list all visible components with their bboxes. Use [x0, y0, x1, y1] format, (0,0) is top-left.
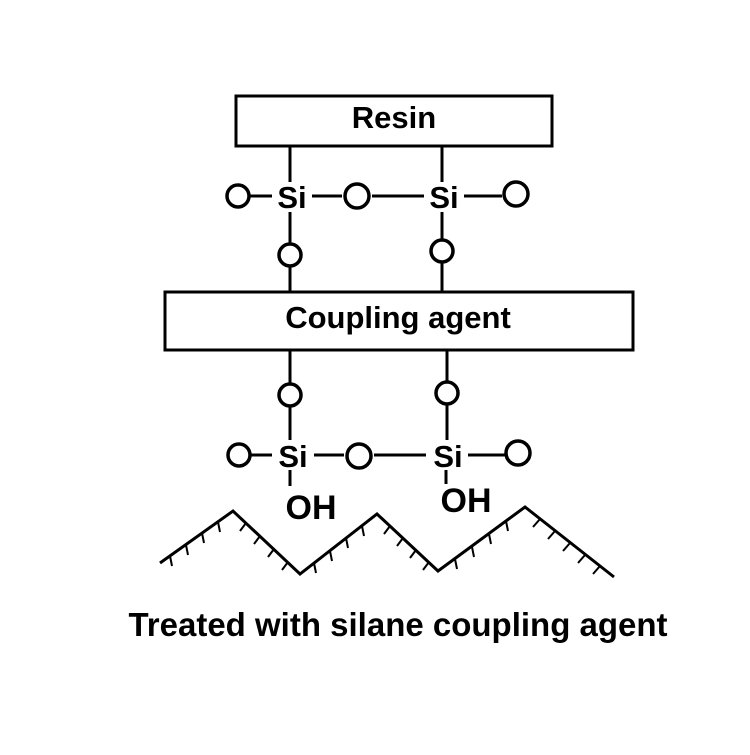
surface-hatch	[253, 535, 261, 545]
surface-hatch	[217, 521, 221, 533]
coupling-agent-layer: Coupling agent	[163, 290, 635, 352]
oxygen-atom	[277, 242, 303, 268]
coupling-agent-box	[163, 290, 635, 352]
hydroxyl-label-left: OH	[286, 489, 337, 527]
oxygen-atom	[429, 238, 455, 264]
oxygen-atom	[226, 442, 252, 468]
surface-hatch	[577, 554, 586, 564]
surface-hatch	[488, 533, 492, 545]
caption: Treated with silane coupling agent	[128, 606, 667, 643]
silicon-label-upper-left: Si	[277, 180, 306, 215]
oxygen-atom	[225, 183, 251, 209]
upper-siloxane-row: Si Si	[225, 180, 530, 215]
oxygen-atom	[502, 180, 530, 208]
silicon-label-upper-right: Si	[429, 180, 458, 215]
hydroxyl-label-right: OH	[441, 482, 492, 520]
surface-hatch	[547, 530, 556, 540]
oxygen-atom	[434, 380, 460, 406]
resin-box	[234, 94, 554, 148]
surface-hatch	[169, 555, 173, 567]
surface-hatch	[267, 548, 275, 558]
surface-hatch	[422, 561, 430, 571]
surface-hatch	[409, 549, 417, 559]
surface-hatch	[313, 562, 317, 574]
surface-profile	[159, 505, 615, 579]
surface-hatch	[329, 550, 333, 562]
resin-layer: Resin	[234, 94, 554, 148]
surface-hatch	[532, 518, 541, 528]
silicon-label-lower-left: Si	[278, 439, 307, 474]
oxygen-atom	[345, 442, 373, 470]
oxygen-atom	[343, 182, 371, 210]
surface-hatch	[185, 544, 189, 556]
surface-hatch	[454, 558, 458, 570]
resin-label: Resin	[352, 100, 436, 135]
lower-siloxane-row: Si Si	[226, 439, 532, 474]
surface-hatch	[361, 525, 365, 537]
surface-hatch	[562, 542, 571, 552]
silicon-label-lower-right: Si	[433, 439, 462, 474]
surface-hatch	[396, 537, 404, 547]
oxygen-atom	[277, 382, 303, 408]
coupling-agent-label: Coupling agent	[285, 300, 511, 335]
surface-hatch	[505, 520, 509, 532]
surface-hatch	[471, 546, 475, 558]
surface-hatch	[239, 522, 247, 532]
surface-hatch	[345, 537, 349, 549]
surface-hatch	[592, 565, 601, 575]
substrate-surface	[159, 505, 615, 579]
surface-hatch	[281, 561, 289, 571]
oxygen-atom	[504, 439, 532, 467]
surface-hatch	[383, 525, 391, 535]
surface-hatch	[201, 532, 205, 544]
